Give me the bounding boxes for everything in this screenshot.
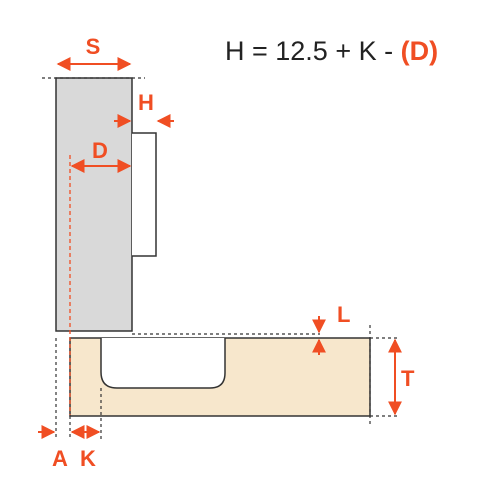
door-panel	[55, 77, 133, 332]
label-h: H	[138, 90, 154, 115]
label-k: K	[80, 446, 96, 471]
dimension-labels: S H D L T A K	[52, 34, 415, 471]
label-t: T	[401, 366, 415, 391]
label-s: S	[86, 34, 101, 59]
hinge-arm	[132, 132, 157, 257]
dimension-arrows	[38, 57, 402, 439]
label-d: D	[92, 138, 108, 163]
formula: H = 12.5 + K - (D)	[225, 36, 438, 66]
hinge-cup-recess	[100, 338, 226, 389]
formula-highlight: (D)	[401, 36, 438, 66]
reference-lines	[42, 77, 400, 440]
label-l: L	[337, 302, 350, 327]
formula-text: H = 12.5 + K -	[225, 36, 401, 66]
label-a: A	[52, 446, 68, 471]
